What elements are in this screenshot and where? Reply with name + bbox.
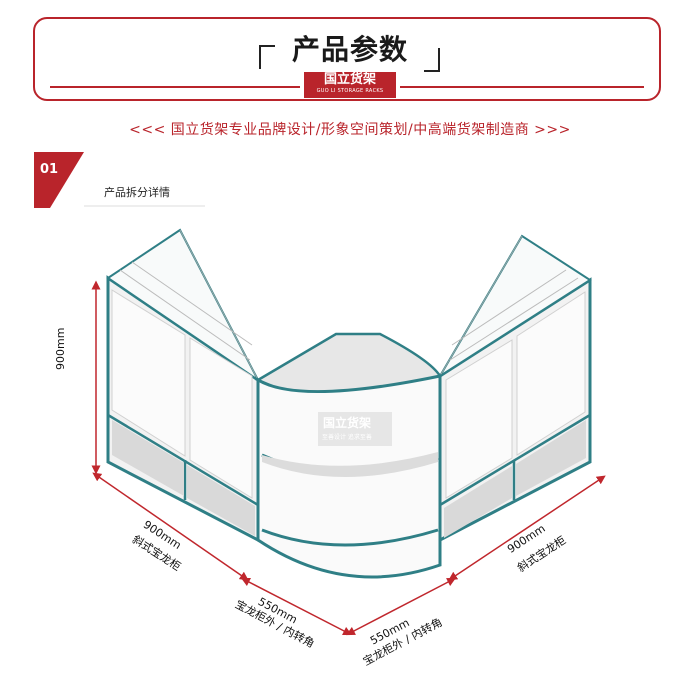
title-bracket-right [424,48,440,72]
right-slant-cabinet [438,234,592,543]
left-length-dimension-line [92,472,249,581]
section-title: 产品拆分详情 [104,186,170,199]
title-bracket-left [259,45,275,69]
logo-text: 国立货架 [323,72,376,87]
corner-length-dimension-line-1 [240,577,353,636]
left-slant-cabinet [106,228,260,543]
right-length-dimension-line [448,475,606,581]
header-frame [33,17,661,101]
watermark-subtext: 至善设计 追求至善 [322,434,372,441]
slogan: <<< 国立货架专业品牌设计/形象空间策划/中高端货架制造商 >>> [129,122,571,138]
page-title: 产品参数 [291,33,408,66]
corner-length-dimension-line-2 [346,577,456,636]
section-number-badge [34,152,84,208]
corner-unit [255,332,442,579]
section-number: 01 [40,162,59,177]
header-divider-left [50,86,300,88]
header-divider-right [400,86,644,88]
brand-logo: 国立货架 GUO LI STORAGE RACKS [304,72,396,98]
height-label: 900mm [54,327,67,370]
watermark-logo [318,412,392,446]
logo-subtext: GUO LI STORAGE RACKS [316,88,384,94]
watermark-text: 国立货架 [323,416,372,430]
